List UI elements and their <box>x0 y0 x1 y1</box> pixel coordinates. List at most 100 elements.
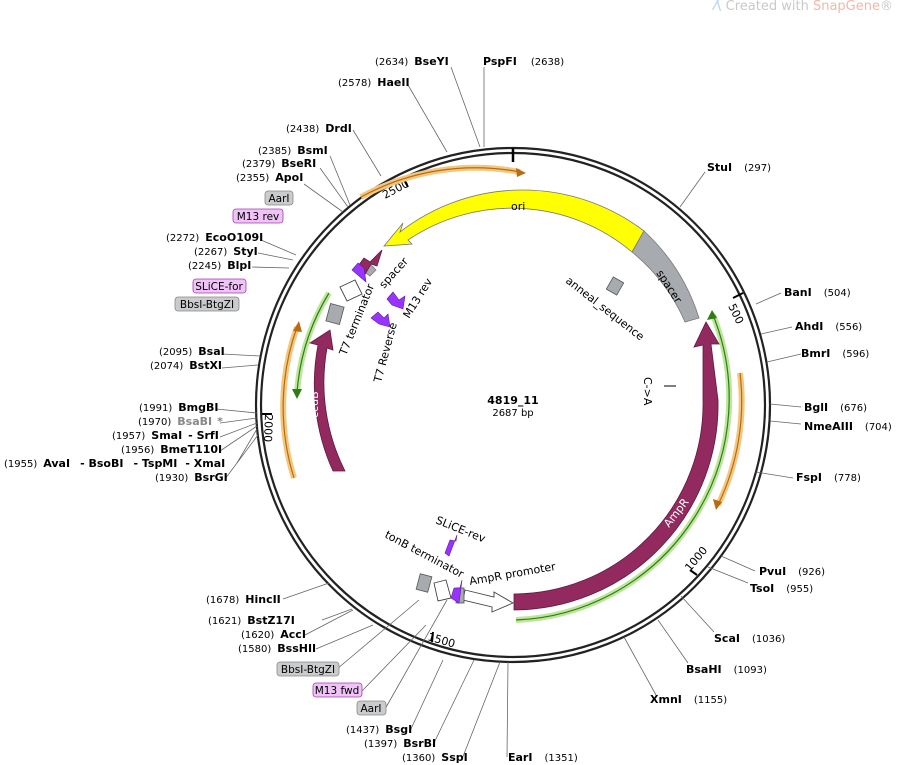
leader-lines <box>215 66 802 760</box>
svg-text:(1621)BstZ17I: (1621)BstZ17I <box>208 614 295 627</box>
site-name: StuI <box>707 161 732 174</box>
site-pos: (1580) <box>238 644 271 655</box>
snapgene-logo-icon: ⁄\ <box>714 0 726 14</box>
site-pos: (1621) <box>208 616 241 627</box>
leader-line <box>303 183 344 213</box>
svg-text:XmnI(1155): XmnI(1155) <box>650 693 727 706</box>
leader-line <box>219 417 258 424</box>
site-labels: (2634)BseYI PspFI(2638) (2578)HaeII (243… <box>4 55 892 764</box>
watermark-brand: SnapGene <box>812 0 880 14</box>
svg-text:BsaHI(1093): BsaHI(1093) <box>686 663 767 676</box>
site-name: ScaI <box>714 632 740 645</box>
leader-line <box>769 420 802 425</box>
site-pos: (2272) <box>166 233 199 244</box>
site-name: HincII <box>245 593 281 606</box>
anneal-sequence-box <box>605 276 625 296</box>
leader-line <box>407 84 448 153</box>
site-pos: (1956) <box>121 445 154 456</box>
site-name: BsaI <box>198 345 224 358</box>
site-pos: (2074) <box>150 361 183 372</box>
leader-line <box>361 624 427 692</box>
site-name: SspI <box>441 751 467 764</box>
tick-label: 1000 <box>682 544 710 574</box>
site-pos: (297) <box>744 163 771 174</box>
leader-line <box>679 171 706 208</box>
svg-text:StuI(297): StuI (297) <box>707 161 771 174</box>
tag-label: BbsI-BtgZI <box>180 299 234 311</box>
leader-line <box>769 403 802 408</box>
site-name: BmeT110I <box>160 443 222 456</box>
site-pos: (2638) <box>531 57 564 68</box>
leader-line <box>755 471 794 479</box>
site-name: BseRI <box>281 157 316 170</box>
tonb-terminator-white <box>433 579 452 602</box>
svg-text:(1991)BmgBI: (1991)BmgBI <box>139 401 218 414</box>
site-pos: (676) <box>840 403 867 414</box>
svg-text:(2438)DrdI: (2438)DrdI <box>286 122 352 135</box>
site-name: BsmI <box>297 144 328 157</box>
site-name: NmeAIII <box>804 420 853 433</box>
tag-label: AarI <box>360 703 381 715</box>
site-name: HaeII <box>377 76 409 89</box>
site-name: BsaBI <box>177 415 212 428</box>
site-pos: (2267) <box>194 247 227 258</box>
svg-text:(1930)BsrGI: (1930)BsrGI <box>155 471 228 484</box>
site-pos: (1093) <box>734 665 767 676</box>
leader-line <box>319 167 349 208</box>
svg-text:(1620)AccI: (1620)AccI <box>241 628 306 641</box>
orf-orange-left-line <box>282 326 298 479</box>
m13-fwd-primer-arrow <box>450 579 463 604</box>
leader-line <box>720 555 756 572</box>
tick-label: 500 <box>725 302 746 327</box>
plasmid-name: 4819_11 <box>487 394 538 407</box>
site-pos: (2245) <box>188 261 221 272</box>
leader-line <box>657 619 689 664</box>
m13-rev-primer-label: M13 rev <box>401 276 436 321</box>
leader-line <box>409 659 444 732</box>
ccdb-arrow <box>309 329 346 472</box>
site-name: AhdI <box>795 320 823 333</box>
site-pos: (1930) <box>155 473 188 484</box>
svg-text:(1955)AvaI- BsoBI- TspMI- XmaI: (1955)AvaI- BsoBI- TspMI- XmaI <box>4 457 225 470</box>
t7-terminator-white <box>339 279 363 302</box>
tick-label: 2000 <box>261 414 275 442</box>
site-pos: (504) <box>824 288 851 299</box>
ori-label: ori <box>511 200 525 213</box>
site-pos: (955) <box>786 584 813 595</box>
tonb-terminator-box <box>415 573 433 593</box>
tag-box <box>276 661 340 677</box>
svg-text:NmeAIII(704): NmeAIII(704) <box>804 420 892 433</box>
site-name: EcoO109I <box>205 231 263 244</box>
site-name-extra: - SrfI <box>188 429 219 442</box>
site-name: StyI <box>233 245 257 258</box>
site-name: ApoI <box>275 171 303 184</box>
watermark-suffix: ® <box>880 0 893 14</box>
mutation-label: C->A <box>641 377 654 406</box>
leader-line <box>219 422 258 438</box>
leader-line <box>760 326 793 335</box>
svg-text:TsoI(955): TsoI(955) <box>750 582 813 595</box>
svg-text:(1970)BsaBI*: (1970)BsaBI* <box>138 415 223 428</box>
site-pos: (2355) <box>236 173 269 184</box>
leader-line <box>432 659 475 746</box>
leader-line <box>224 434 259 480</box>
snapgene-watermark: ⁄\ Created with SnapGene® <box>714 0 893 14</box>
orf-arrowhead <box>713 499 722 510</box>
leader-line <box>707 566 749 584</box>
leader-line <box>251 266 290 269</box>
svg-text:(2245)BlpI: (2245)BlpI <box>188 259 251 272</box>
ampr-promoter <box>462 589 515 613</box>
site-pos: (1955) <box>4 459 37 470</box>
svg-text:(1437)BsgI: (1437)BsgI <box>346 723 412 736</box>
site-pos: (778) <box>834 473 861 484</box>
site-name: PvuI <box>759 565 786 578</box>
site-pos: (1397) <box>364 739 397 750</box>
svg-text:(1360)SspI: (1360) SspI <box>402 751 468 764</box>
site-pos: (2385) <box>258 146 291 157</box>
svg-text:(1957)SmaI- SrfI: (1957)SmaI- SrfI <box>112 429 219 442</box>
site-name: EarI <box>508 751 532 764</box>
site-pos: (1351) <box>544 753 577 764</box>
svg-text:(2385)BsmI: (2385) BsmI <box>258 144 328 157</box>
leader-line <box>461 661 501 760</box>
site-pos: (1360) <box>402 753 435 764</box>
